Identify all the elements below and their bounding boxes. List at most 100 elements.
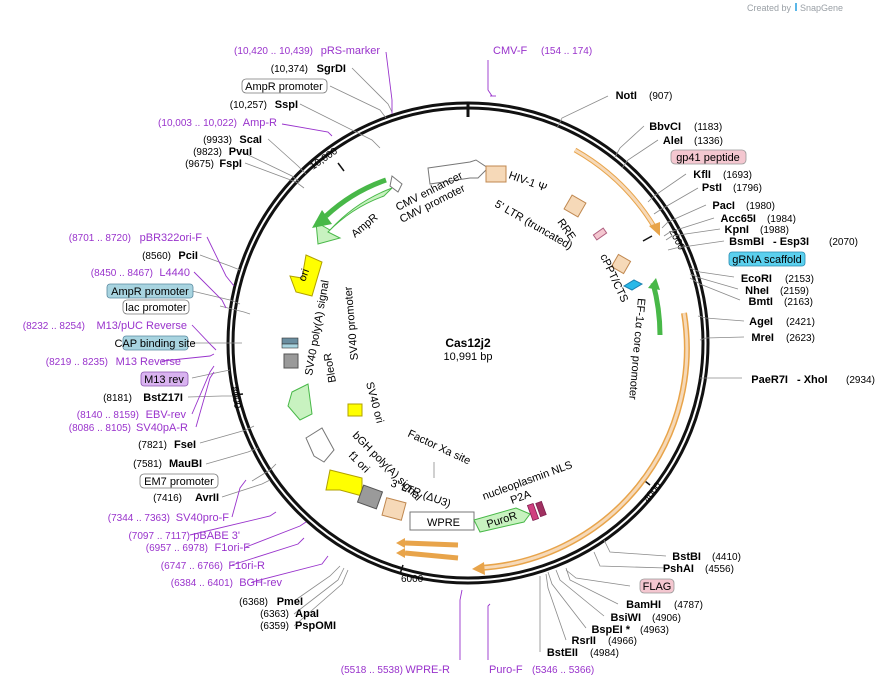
site-bamhi-label: BamHI	[626, 599, 661, 611]
label-hiv1-psi: HIV-1 Ψ	[507, 170, 548, 195]
grna-scaffold-mark	[622, 279, 644, 291]
site-bsmbi-label: BsmBI	[729, 236, 764, 248]
site-pshai-coord: (4556)	[705, 564, 734, 575]
site-fspi-coord: (9675)	[185, 159, 214, 170]
site-nhei-coord: (2159)	[780, 286, 809, 297]
site-avrii-coord: (7416)	[153, 493, 182, 504]
site-bsiwi-coord: (4906)	[652, 613, 681, 624]
site-paci-coord: (1980)	[746, 201, 775, 212]
lac-operator-label: CAP binding site	[114, 335, 196, 351]
primer-wpre-r-label: WPRE-R	[405, 664, 450, 676]
orange-arrow-lower-1	[404, 540, 459, 548]
primer-f1ori-r-coord: (6747 .. 6766)	[161, 561, 223, 572]
gp41-marker	[592, 227, 608, 241]
primer-puro-f-coord: (5346 .. 5366)	[532, 665, 594, 676]
primer-puro-f-label: Puro-F	[489, 664, 523, 676]
primer-wpre-r-coord: (5518 .. 5538)	[341, 665, 403, 676]
tick-2000	[642, 235, 653, 242]
sv40-polya-box	[283, 353, 299, 369]
site-kpni-coord: (1988)	[760, 225, 789, 236]
primer-sv40pa-r-label: SV40pA-R	[136, 422, 188, 434]
cap-binding-site-label: AmpR promoter	[106, 283, 194, 299]
site-noti-coord: (907)	[649, 91, 672, 102]
primer-l4440-coord: (8450 .. 8467)	[91, 268, 153, 279]
site-paci-label: PacI	[712, 200, 735, 212]
tick-6000	[399, 564, 404, 575]
site-nhei-label: NheI	[745, 285, 769, 297]
site-kfli-label: KflI	[693, 169, 711, 181]
site-sspi-label: SspI	[275, 99, 298, 111]
f1-ori-arrow	[325, 469, 363, 497]
gp41-peptide-label: gp41 peptide	[670, 149, 747, 165]
site-bstbi-coord: (4410)	[712, 552, 741, 563]
tick-label-6000: 6000	[401, 574, 424, 585]
primer-f1ori-r-label: F1ori-R	[228, 560, 265, 572]
primer-amp-r-coord: (10,003 .. 10,022)	[158, 118, 237, 129]
site-fspi-label: FspI	[219, 158, 242, 170]
ori-arrow	[289, 254, 323, 297]
bleor-arrow	[287, 383, 313, 421]
primer-m13-reverse-label: M13 Reverse	[116, 356, 181, 368]
svg-text:lac promoter: lac promoter	[125, 302, 186, 314]
cas12j2-orf-arc	[479, 312, 690, 571]
site-kfli-coord: (1693)	[723, 170, 752, 181]
site-agei-coord: (2421)	[786, 317, 815, 328]
site-sspi-coord: (10,257)	[230, 100, 267, 111]
sv40-ori-box	[347, 403, 363, 417]
primer-m13-reverse-coord: (8219 .. 8235)	[46, 357, 108, 368]
ltr3-box	[381, 497, 407, 521]
p2a-mark	[526, 502, 540, 522]
site-mrei-label: MreI	[751, 332, 774, 344]
site-bstz17i-label: BstZ17I	[143, 392, 183, 404]
site-scai-label: ScaI	[239, 134, 262, 146]
primer-amp-r-label: Amp-R	[243, 117, 277, 129]
site-xhoi-label: - XhoI	[797, 374, 828, 386]
site-bbvci-label: BbvCI	[649, 121, 681, 133]
site-rsrii-coord: (4966)	[608, 636, 637, 647]
site-pshai-label: PshAI	[663, 563, 694, 575]
primer-sv40pro-f-label: SV40pro-F	[176, 512, 229, 524]
primer-prs-marker-label: pRS-marker	[321, 45, 381, 57]
site-apai-label: ApaI	[295, 608, 319, 620]
primer-f1ori-f-coord: (6957 .. 6978)	[146, 543, 208, 554]
svg-text:AmpR promoter: AmpR promoter	[245, 81, 323, 93]
lac-promoter-label: lac promoter	[122, 299, 190, 315]
site-rsrii-label: RsrII	[572, 635, 596, 647]
ampr-promoter-mark	[389, 175, 403, 193]
label-sv40-promoter: SV40 promoter	[343, 286, 361, 361]
site-maubi-label: MauBI	[169, 458, 202, 470]
primer-sv40pro-f-coord: (7344 .. 7363)	[108, 513, 170, 524]
orange-arrow-lower-2	[404, 550, 459, 561]
site-pvui-coord: (9823)	[193, 147, 222, 158]
site-pmei-label: PmeI	[277, 596, 303, 608]
label-bleor: BleoR	[322, 352, 339, 384]
label-ef1a: EF-1α core promoter	[626, 298, 647, 401]
primer-f1ori-f-label: F1ori-F	[215, 542, 251, 554]
svg-text:CAP binding site: CAP binding site	[114, 338, 195, 350]
site-alei-label: AleI	[663, 135, 683, 147]
site-bmti-label: BmtI	[749, 296, 773, 308]
ampr-promoter-label: AmpR promoter	[241, 78, 328, 94]
site-pcii-coord: (8560)	[142, 251, 171, 262]
site-sgrdi-label: SgrDI	[317, 63, 346, 75]
label-ampr: AmpR	[349, 211, 380, 240]
cap-site-mark	[281, 343, 299, 349]
primer-pbabe3-coord: (7097 .. 7117)	[128, 531, 190, 542]
site-bsteii-coord: (4984)	[590, 648, 619, 659]
site-paer7i-label: PaeR7I	[751, 374, 788, 386]
credit-prefix: Created by	[747, 3, 792, 13]
snapgene-logo-icon	[795, 3, 797, 11]
svg-text:gRNA scaffold: gRNA scaffold	[732, 254, 802, 266]
label-ori: ori	[297, 267, 312, 283]
primer-ebv-rev-coord: (8140 .. 8159)	[77, 410, 139, 421]
site-sgrdi-coord: (10,374)	[271, 64, 308, 75]
site-fsei-label: FseI	[174, 439, 196, 451]
m13-rev-label: M13 rev	[140, 371, 189, 387]
grna-scaffold-label: gRNA scaffold	[728, 251, 806, 267]
hiv1-psi-box	[485, 165, 507, 183]
lac-operator-mark	[281, 337, 299, 345]
primer-bgh-rev-label: BGH-rev	[239, 577, 282, 589]
svg-text:gp41 peptide: gp41 peptide	[676, 152, 740, 164]
nls-mark	[535, 500, 547, 518]
site-bsteii-label: BstEII	[547, 647, 578, 659]
